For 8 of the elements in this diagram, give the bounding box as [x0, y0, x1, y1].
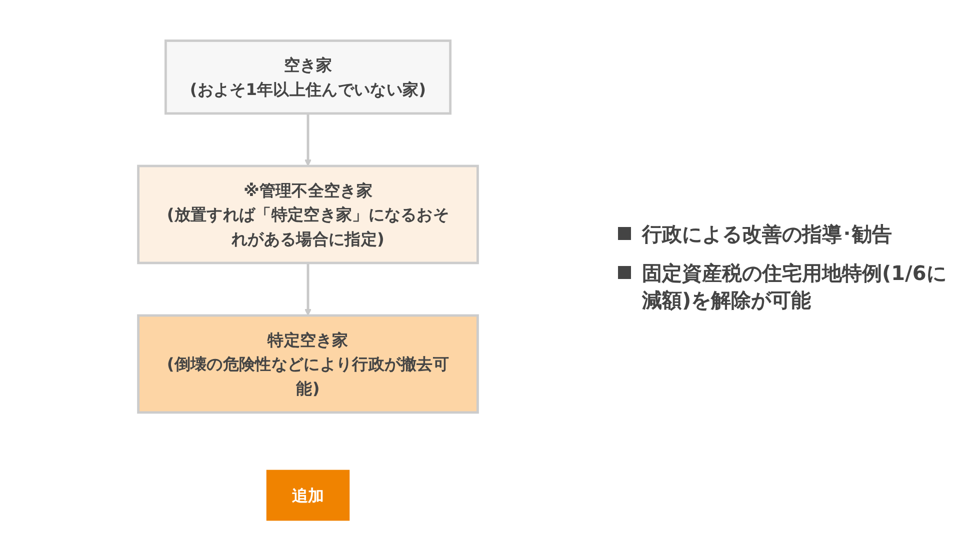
arrow	[304, 262, 312, 316]
node-box: 空き家 (およそ1年以上住んでいない家)	[164, 40, 452, 115]
bullet-item: 行政による改善の指導･勧告	[618, 220, 966, 248]
node-box: ※管理不全空き家 (放置すれば「特定空き家」になるおそれがある場合に指定)	[137, 164, 479, 264]
arrow	[304, 113, 312, 166]
bullet-item: 固定資産税の住宅用地特例(1/6に減額)を解除が可能	[618, 260, 966, 314]
node-box: 追加	[266, 470, 350, 521]
node-box: 特定空き家 (倒壊の危険性などにより行政が撤去可能)	[137, 314, 479, 414]
